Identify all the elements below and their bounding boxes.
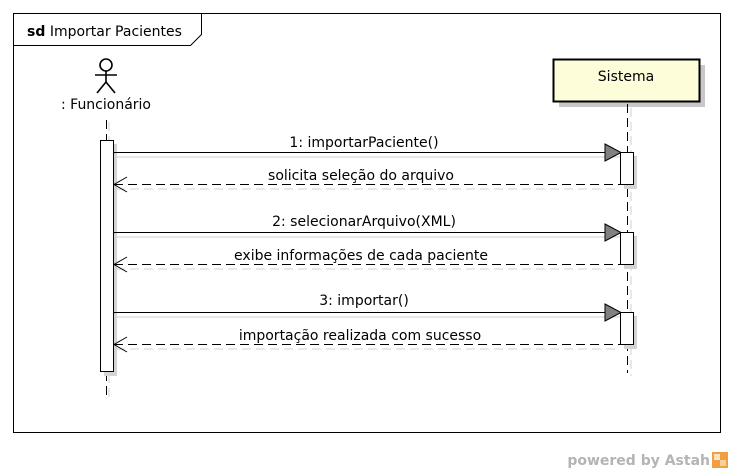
system-activation-bar-2 (620, 232, 634, 265)
message-1-text: importarPaciente() (308, 135, 439, 151)
reply-2-arrow (112, 256, 620, 273)
reply-3-label: importação realizada com sucesso (239, 328, 481, 344)
message-3-arrow (113, 303, 623, 322)
message-2-number: 2: (272, 214, 286, 230)
watermark-text: powered by Astah (567, 453, 710, 469)
frame-title-tab (13, 13, 202, 46)
system-label: Sistema (598, 69, 654, 85)
message-1-arrow (113, 143, 623, 162)
message-3-label: 3: importar() (319, 293, 409, 309)
actor-icon (95, 58, 117, 94)
frame-title: sd Importar Pacientes (27, 24, 182, 40)
message-3-text: importar() (337, 293, 408, 309)
message-2-label: 2: selecionarArquivo(XML) (272, 214, 456, 230)
reply-1-label: solicita seleção do arquivo (268, 168, 454, 184)
message-2-text: selecionarArquivo(XML) (290, 214, 456, 230)
system-box (552, 58, 701, 103)
message-3-number: 3: (319, 293, 333, 309)
message-2-arrow (113, 223, 623, 242)
system-activation-bar-1 (620, 152, 634, 185)
actor-activation-bar (100, 140, 114, 372)
message-1-label: 1: importarPaciente() (289, 135, 438, 151)
reply-1-arrow (112, 176, 620, 193)
system-activation-bar-3 (620, 312, 634, 345)
astah-logo-icon (712, 452, 728, 468)
reply-3-arrow (112, 336, 620, 353)
diagram-frame (13, 13, 721, 433)
message-1-number: 1: (289, 135, 303, 151)
frame-keyword: sd (27, 24, 45, 40)
actor-label: : Funcionário (61, 97, 151, 113)
reply-2-label: exibe informações de cada paciente (234, 248, 488, 264)
frame-name: Importar Pacientes (50, 24, 182, 40)
